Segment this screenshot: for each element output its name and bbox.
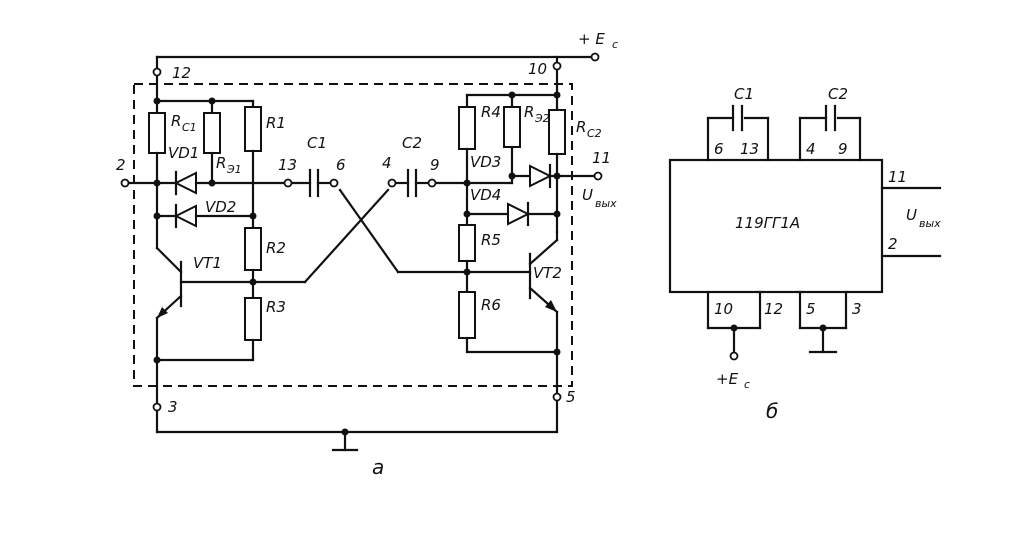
chip-label: 119ГГ1А <box>735 214 800 232</box>
schematic-b: 119ГГ1А C1 6 13 C2 4 9 11 2 U вых <box>668 85 941 423</box>
chip-pin-2-label: 2 <box>888 235 898 253</box>
rc2-label: R <box>576 118 586 136</box>
supply-terminal <box>590 52 600 62</box>
r31-label-sub: Э1 <box>226 163 242 176</box>
pin-2-label: 2 <box>116 156 126 174</box>
pin-11-terminal <box>593 171 603 181</box>
diode-vd1 <box>173 171 197 195</box>
diode-vd4 <box>507 202 531 226</box>
c1-label: C1 <box>307 134 327 152</box>
pin-4-terminal <box>387 178 397 188</box>
chip-pin-11-label: 11 <box>888 168 907 186</box>
caption-b: б <box>766 399 778 423</box>
pin-13-label: 13 <box>278 156 297 174</box>
chip-c2-label: C2 <box>828 85 848 103</box>
rc2-label-sub: C2 <box>587 127 602 140</box>
chip-pin-6-label: 6 <box>714 140 724 158</box>
pin-2-terminal <box>120 178 130 188</box>
chip-pin-13-label: 13 <box>740 140 759 158</box>
cross-wire-1 <box>303 188 390 284</box>
r4-label: R4 <box>481 103 501 121</box>
supply-label-sub: c <box>612 38 618 51</box>
r1-label: R1 <box>266 114 286 132</box>
r3-label: R3 <box>266 298 286 316</box>
resistor-r1 <box>244 106 262 152</box>
chip-pin-12-label: 12 <box>764 300 783 318</box>
chip-pin-3-label: 3 <box>852 300 862 318</box>
chip-c1-label: C1 <box>734 85 754 103</box>
resistor-rc2 <box>548 109 566 155</box>
resistor-r5 <box>458 224 476 262</box>
caption-a: а <box>372 455 384 479</box>
chip-pin-9-label: 9 <box>838 140 848 158</box>
supply-label: + E <box>578 30 605 48</box>
pin-9-terminal <box>427 178 437 188</box>
resistor-r2 <box>244 227 262 271</box>
resistor-r3 <box>244 297 262 341</box>
chip-pin-5-label: 5 <box>806 300 816 318</box>
pin-9-label: 9 <box>430 156 440 174</box>
output-label-sub: вых <box>595 197 617 210</box>
vd2-label: VD2 <box>205 198 236 216</box>
r5-label: R5 <box>481 231 501 249</box>
output-label: U <box>582 186 593 204</box>
cross-wire-2 <box>338 188 400 274</box>
pin-10-label: 10 <box>528 60 547 78</box>
vt1-label: VT1 <box>193 254 222 272</box>
rc1-label-sub: C1 <box>182 121 197 134</box>
vt2-label: VT2 <box>533 264 562 282</box>
vd4-label: VD4 <box>470 186 501 204</box>
module-boundary <box>133 83 573 387</box>
pin-4-label: 4 <box>382 154 392 172</box>
resistor-r4 <box>458 106 476 150</box>
pin-3-label: 3 <box>168 398 178 416</box>
pin-11-label: 11 <box>592 149 611 167</box>
c2-label: C2 <box>402 134 422 152</box>
pin-12-label: 12 <box>172 64 191 82</box>
transistor-vt1 <box>155 246 255 362</box>
transistor-vt2 <box>465 230 559 354</box>
pin-6-label: 6 <box>336 156 346 174</box>
pin-6-terminal <box>329 178 339 188</box>
chip-pin-4-label: 4 <box>806 140 816 158</box>
pin-12-terminal <box>152 67 162 77</box>
vd1-label: VD1 <box>168 144 199 162</box>
chip-output-label-sub: вых <box>919 217 941 230</box>
vd3-label: VD3 <box>470 153 501 171</box>
pin-5-terminal <box>552 392 562 402</box>
resistor-r31 <box>203 112 221 154</box>
schematic-a: + E c 12 10 R C1 R Э1 R1 2 <box>116 30 618 479</box>
diode-vd3 <box>529 164 553 188</box>
chip-body <box>668 158 884 294</box>
chip-supply-terminal <box>729 351 739 361</box>
pin-5-label: 5 <box>566 388 576 406</box>
resistor-r6 <box>458 291 476 339</box>
r6-label: R6 <box>481 296 501 314</box>
r32-label-sub: Э2 <box>534 112 550 125</box>
diode-vd2 <box>173 204 197 228</box>
chip-output-label: U <box>906 206 917 224</box>
chip-supply-label: +E <box>716 370 739 388</box>
r2-label: R2 <box>266 239 286 257</box>
pin-3-terminal <box>152 402 162 412</box>
resistor-rc1 <box>148 112 166 154</box>
rc1-label: R <box>171 112 181 130</box>
r31-label: R <box>216 154 226 172</box>
chip-pin-10-label: 10 <box>714 300 733 318</box>
pin-10-terminal <box>552 61 562 71</box>
resistor-r32 <box>503 106 521 148</box>
chip-supply-label-sub: c <box>744 378 750 391</box>
r32-label: R <box>524 103 534 121</box>
pin-13-terminal <box>283 178 293 188</box>
